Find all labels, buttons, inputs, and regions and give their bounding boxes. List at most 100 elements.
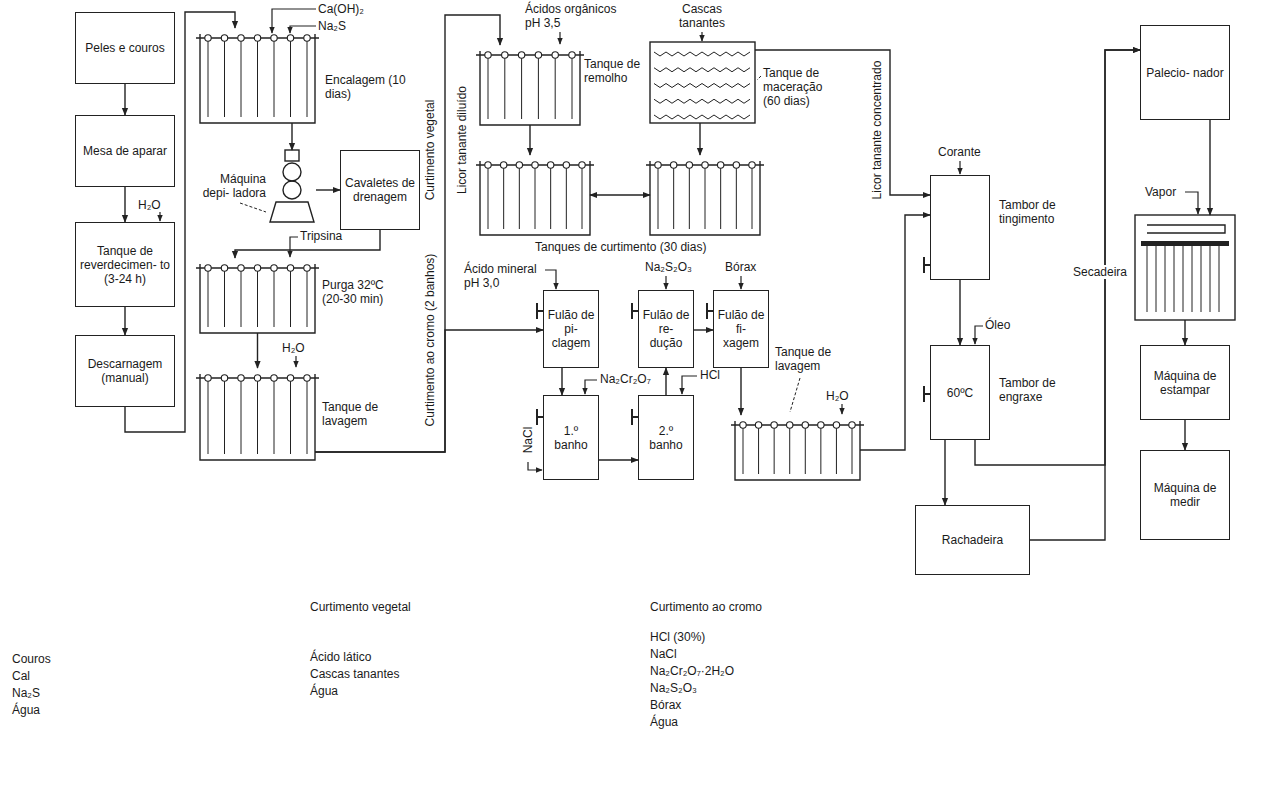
node-label: Máquina depi- ladora [196, 172, 266, 200]
hide [582, 168, 583, 229]
flow-connector [699, 123, 700, 155]
flow-connector [316, 189, 340, 190]
annotation-text: H₂O [138, 198, 161, 212]
flow-connector [665, 368, 666, 395]
process-box: Cavaletes de drenagem [340, 150, 420, 230]
hook [238, 265, 244, 271]
hook [569, 52, 575, 58]
annotation-text: Curtimento ao cromo [650, 600, 762, 614]
tank-drawing [200, 368, 315, 460]
flow-connector [124, 187, 125, 222]
annotation-text: H₂O [282, 341, 305, 355]
flow-connector [124, 84, 125, 115]
machine-base [270, 202, 314, 222]
hide [241, 41, 242, 117]
annotation-text: Vapor [1145, 185, 1176, 199]
hide [555, 58, 556, 119]
annotation-text: HCl (30%) [650, 630, 705, 644]
bark-layer [654, 115, 750, 119]
annotation-text: Na₂S [12, 686, 40, 700]
drum: 1.º banho [543, 395, 599, 480]
hide [774, 428, 775, 474]
tank: Tanque de lavagem [200, 368, 315, 460]
annotation-text: Curtimento vegetal [423, 100, 437, 201]
annotation-text: Água [12, 703, 40, 717]
hide [805, 428, 806, 474]
hook [254, 35, 260, 41]
hook [833, 422, 839, 428]
hook [518, 52, 524, 58]
maceration-tank: Tanque de maceração (60 dias) [650, 42, 755, 123]
hook [254, 265, 260, 271]
tank-wall [735, 421, 860, 480]
annotation-text: NaCl [521, 427, 535, 454]
drum: Fulão de pi- clagem [543, 290, 599, 368]
flow-connector [740, 368, 741, 415]
node-label: Rachadeira [942, 533, 1003, 547]
tank-wall [200, 264, 315, 333]
hide [566, 168, 567, 229]
flow-connector [694, 329, 713, 330]
drum-crank [924, 257, 931, 273]
hide [836, 428, 837, 474]
hook [849, 422, 855, 428]
rack-bar [1141, 241, 1229, 246]
leader-line [545, 270, 556, 289]
annotation-text: Ácido lático [310, 650, 371, 664]
process-box: Descarnagem (manual) [75, 335, 175, 407]
hook [563, 162, 569, 168]
flow-connector [291, 123, 292, 150]
drum: Fulão de fi- xagem [713, 290, 769, 368]
hide [820, 428, 821, 474]
tank-drawing [735, 415, 860, 480]
flow-connector [529, 125, 530, 155]
hide [550, 168, 551, 229]
hook [686, 162, 692, 168]
annotation-text: Couros [12, 652, 51, 666]
hook [740, 422, 746, 428]
hook [254, 375, 260, 381]
node-label: Fulão de re- dução [642, 308, 690, 350]
hide [852, 428, 853, 474]
process-box: Tanque de reverdecimen- to (3-24 h) [75, 222, 175, 307]
node-label: 2.º banho [642, 424, 690, 452]
hook [238, 35, 244, 41]
callout-leader [240, 203, 266, 212]
flow-connector [1184, 420, 1185, 450]
tank [650, 155, 760, 235]
drum-crank [537, 303, 544, 319]
node-label: Tambor de tingimento [999, 198, 1077, 226]
hide [241, 271, 242, 327]
node-label: Tanque de maceração (60 dias) [763, 66, 838, 108]
node-label: Encalagem (10 dias) [325, 73, 410, 101]
hide [208, 41, 209, 117]
tank: Tanque de remolho [480, 45, 580, 125]
hide [538, 58, 539, 119]
hide [504, 58, 505, 119]
hook [221, 35, 227, 41]
tank-drawing [480, 45, 580, 125]
hanging-hide [1210, 246, 1211, 312]
process-box: Máquina de medir [1140, 450, 1230, 540]
hook [552, 52, 558, 58]
node-label: Tanques de curtimento (30 dias) [535, 240, 706, 254]
hook [271, 375, 277, 381]
bark-layer [654, 52, 750, 56]
leader-line [841, 404, 842, 414]
hide [658, 168, 659, 229]
flow-connector [561, 368, 562, 395]
annotation-text: Licor tanante concentrado [870, 61, 884, 200]
hook [485, 162, 491, 168]
hook [500, 162, 506, 168]
tank-drawing [200, 258, 315, 333]
hook [287, 375, 293, 381]
dryer-wall [1135, 215, 1235, 320]
hide [208, 271, 209, 327]
hook [205, 375, 211, 381]
hook [532, 162, 538, 168]
dehairing-machine-drawing [268, 150, 316, 222]
hide [488, 58, 489, 119]
hook [655, 162, 661, 168]
leader-line [665, 276, 666, 289]
drum-crank [632, 303, 639, 319]
